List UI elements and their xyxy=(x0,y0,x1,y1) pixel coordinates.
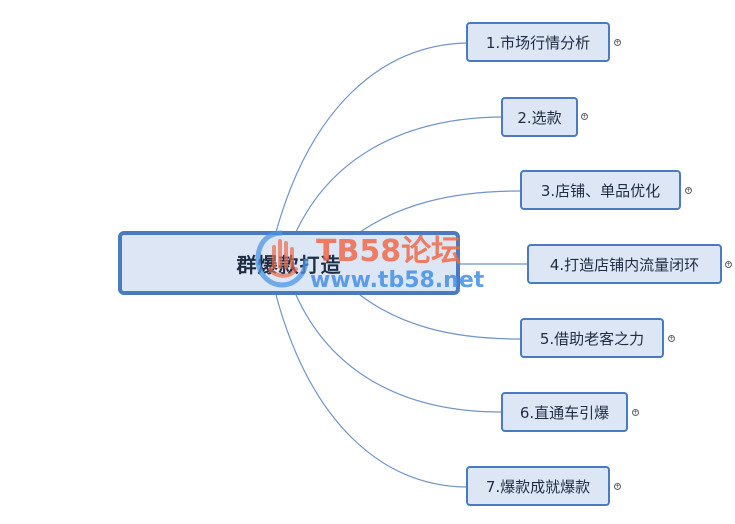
branch-node-returning-customers[interactable]: 5.借助老客之力 xyxy=(520,318,664,358)
branch-node-ppc-boost[interactable]: 6.直通车引爆 xyxy=(501,392,628,432)
branch-label: 6.直通车引爆 xyxy=(519,403,610,422)
connector-5 xyxy=(359,294,521,340)
expand-toggle-icon[interactable]: + xyxy=(614,483,621,490)
connector-6 xyxy=(295,294,502,413)
branch-node-hit-product-cycle[interactable]: 7.爆款成就爆款 xyxy=(466,466,610,506)
branch-label: 7.爆款成就爆款 xyxy=(485,477,591,496)
branch-node-store-optimization[interactable]: 3.店铺、单品优化 xyxy=(520,170,681,210)
connector-2 xyxy=(295,116,502,233)
expand-toggle-icon[interactable]: + xyxy=(581,113,588,120)
connector-3 xyxy=(359,190,521,233)
expand-toggle-icon[interactable]: + xyxy=(668,335,675,342)
branch-node-product-selection[interactable]: 2.选款 xyxy=(501,97,578,137)
expand-toggle-icon[interactable]: + xyxy=(632,409,639,416)
branch-label: 3.店铺、单品优化 xyxy=(540,181,661,200)
branch-node-market-analysis[interactable]: 1.市场行情分析 xyxy=(466,22,610,62)
connector-1 xyxy=(275,42,467,233)
branch-label: 4.打造店铺内流量闭环 xyxy=(549,255,700,274)
watermark-url: www.tb58.net xyxy=(310,268,485,293)
branch-node-traffic-loop[interactable]: 4.打造店铺内流量闭环 xyxy=(527,244,722,284)
central-topic-label: 群爆款打造 xyxy=(236,252,342,277)
branch-label: 5.借助老客之力 xyxy=(539,329,645,348)
watermark-title: TB58论坛 xyxy=(316,234,462,269)
expand-toggle-icon[interactable]: + xyxy=(725,261,732,268)
tb58-logo-icon xyxy=(255,230,309,288)
connector-7 xyxy=(275,294,467,488)
expand-toggle-icon[interactable]: + xyxy=(685,187,692,194)
expand-toggle-icon[interactable]: + xyxy=(614,39,621,46)
branch-label: 1.市场行情分析 xyxy=(485,33,591,52)
branch-label: 2.选款 xyxy=(517,108,562,127)
